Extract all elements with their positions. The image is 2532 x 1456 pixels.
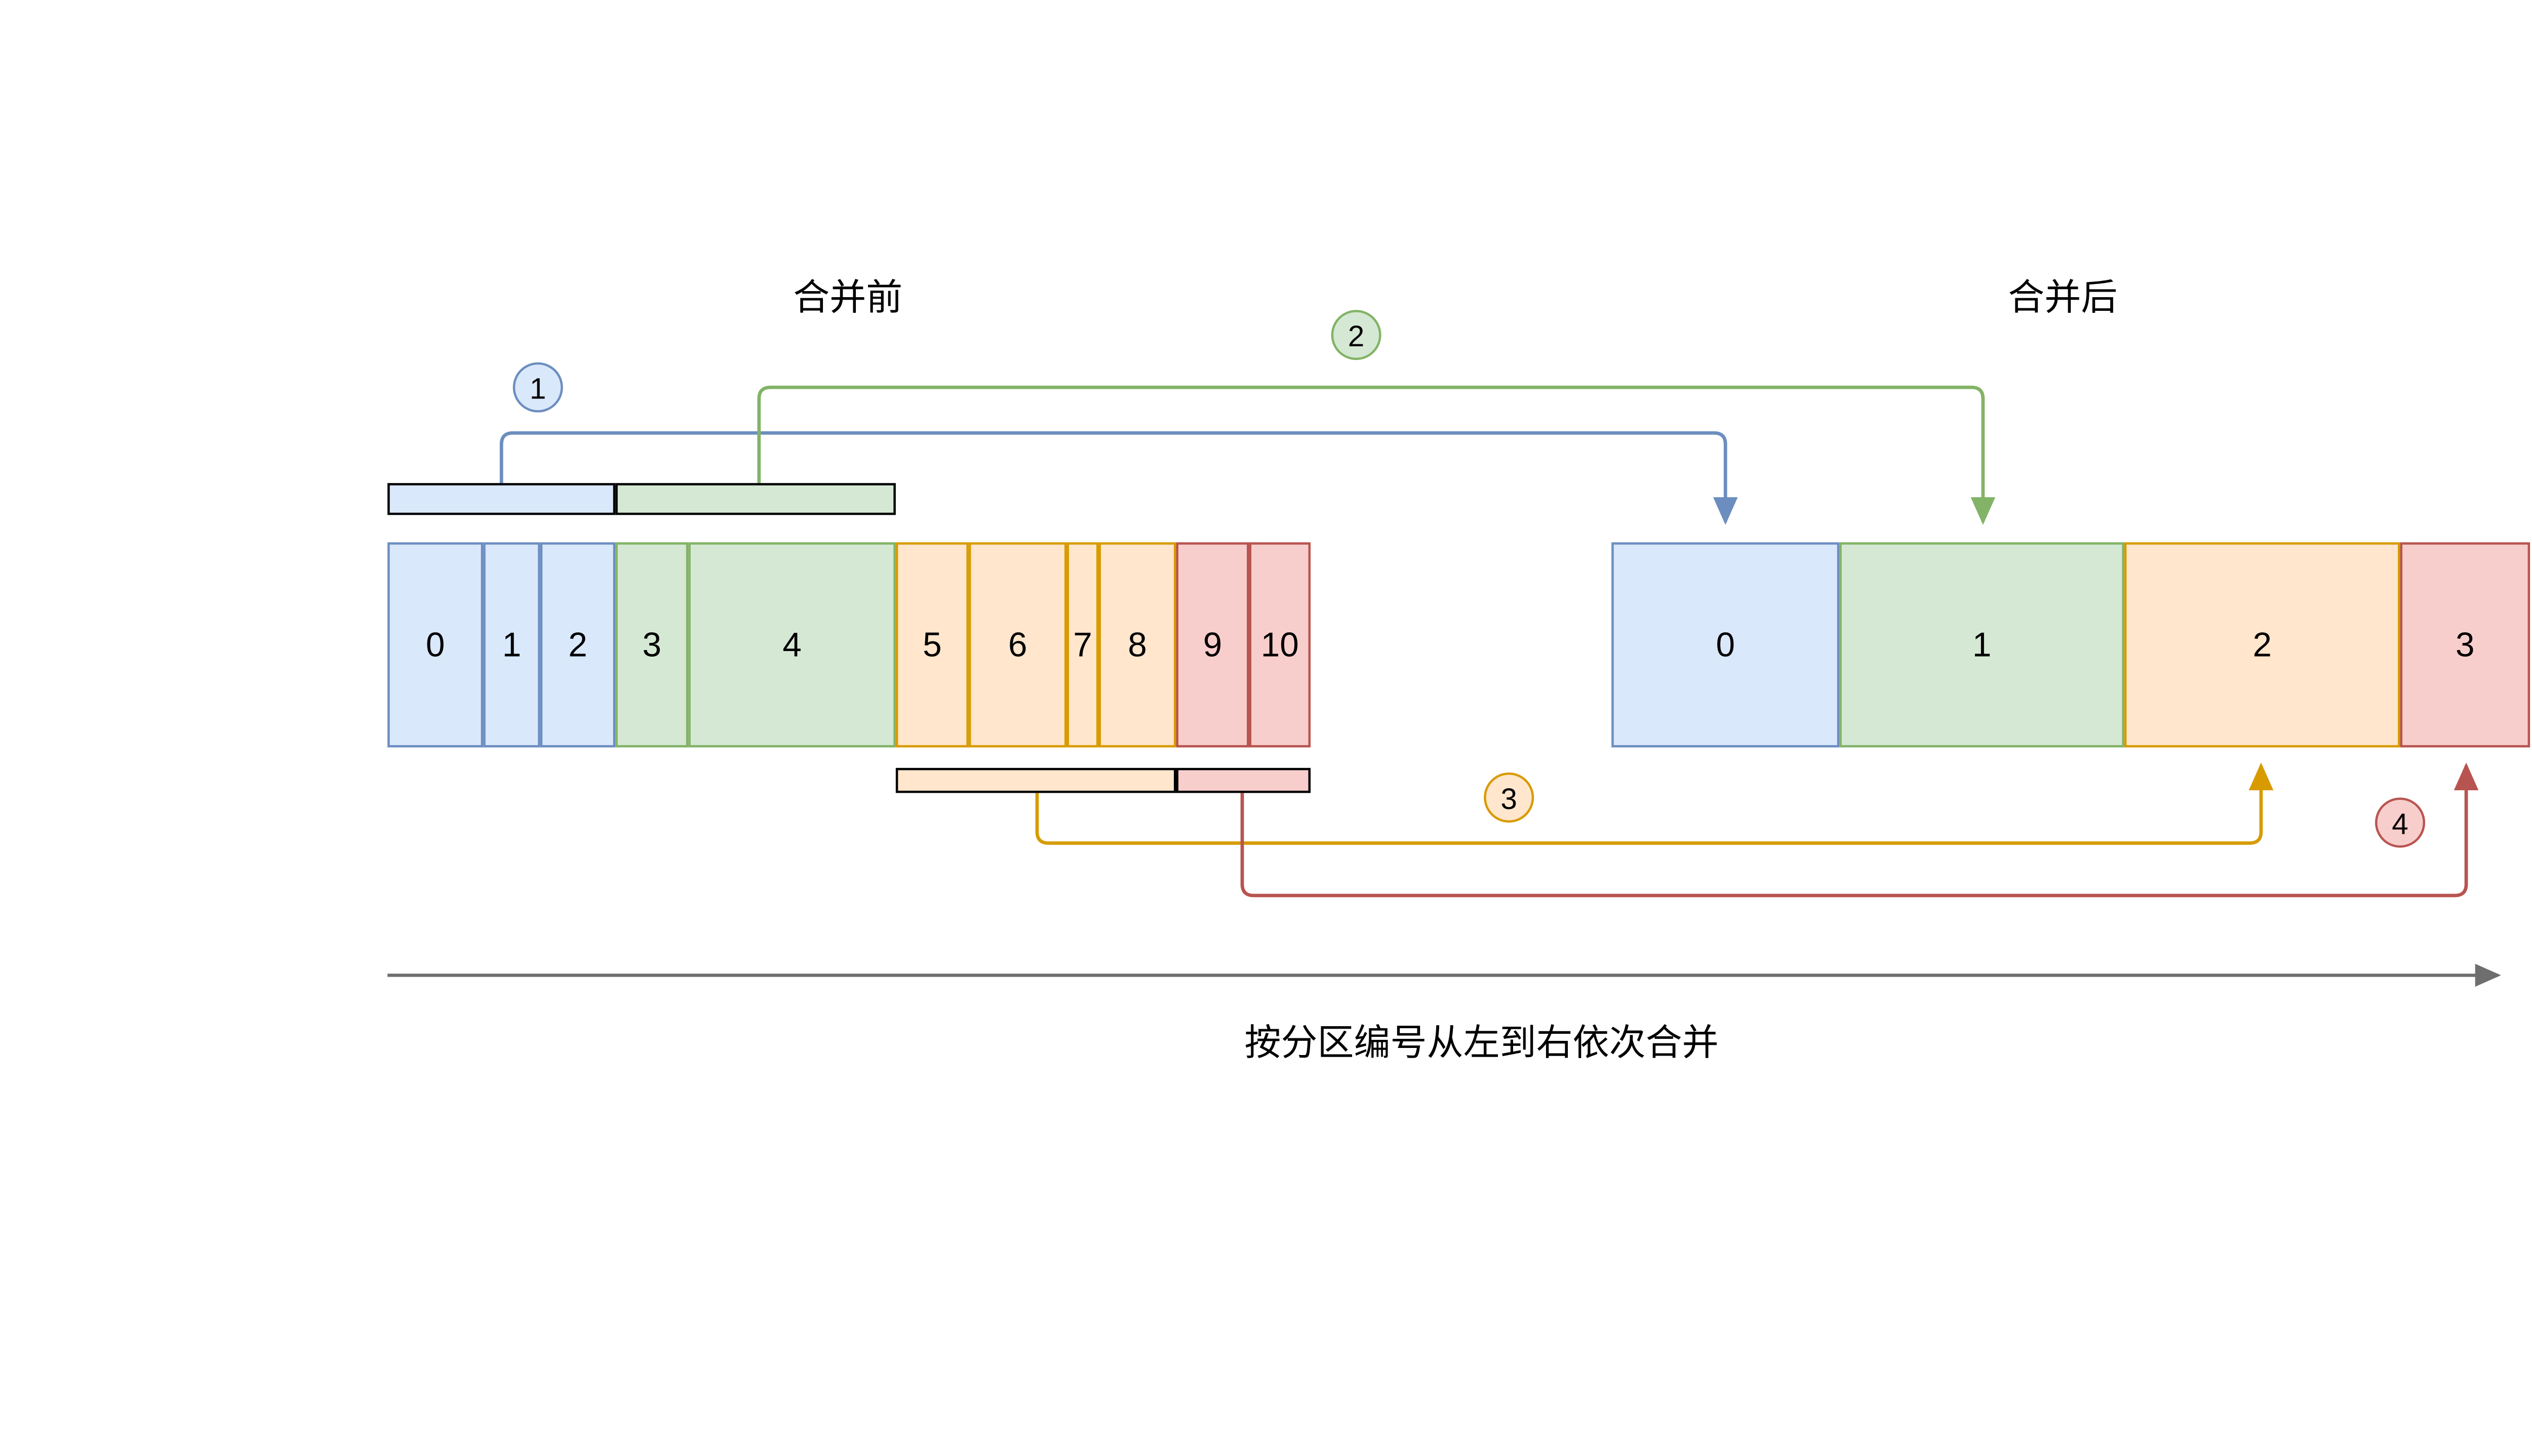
merge3-source-bar: [895, 767, 1176, 793]
merge4-connector-arrow: [1240, 762, 2479, 898]
after-partition-1: 1: [1839, 542, 2124, 748]
merge4-source-bar: [1176, 767, 1311, 793]
merge2-connector-arrow: [757, 385, 1996, 525]
after-partition-0: 0: [1611, 542, 1840, 748]
before-partition-3: 3: [615, 542, 689, 748]
merge1-source-bar: [387, 483, 616, 515]
before-partition-9: 9: [1176, 542, 1249, 748]
after-partition-2: 2: [2124, 542, 2400, 748]
merge4-step-badge: 4: [2375, 797, 2426, 848]
before-partition-6: 6: [968, 542, 1067, 748]
before-partition-5: 5: [895, 542, 969, 748]
merge-order-caption: 按分区编号从左到右依次合并: [1244, 1025, 1719, 1064]
merge2-source-bar: [615, 483, 896, 515]
before-partition-0: 0: [387, 542, 484, 748]
after-partition-3: 3: [2400, 542, 2530, 748]
before-partition-2: 2: [540, 542, 616, 748]
before-merge-heading: 合并前: [793, 280, 903, 319]
merge1-step-badge: 1: [512, 362, 563, 413]
before-partition-1: 1: [483, 542, 540, 748]
before-partition-7: 7: [1066, 542, 1099, 748]
after-merge-heading: 合并后: [2008, 280, 2118, 319]
merge3-step-badge: 3: [1484, 772, 1534, 823]
before-partition-10: 10: [1249, 542, 1311, 748]
before-partition-4: 4: [688, 542, 896, 748]
merge2-step-badge: 2: [1331, 310, 1381, 360]
before-partition-8: 8: [1098, 542, 1176, 748]
